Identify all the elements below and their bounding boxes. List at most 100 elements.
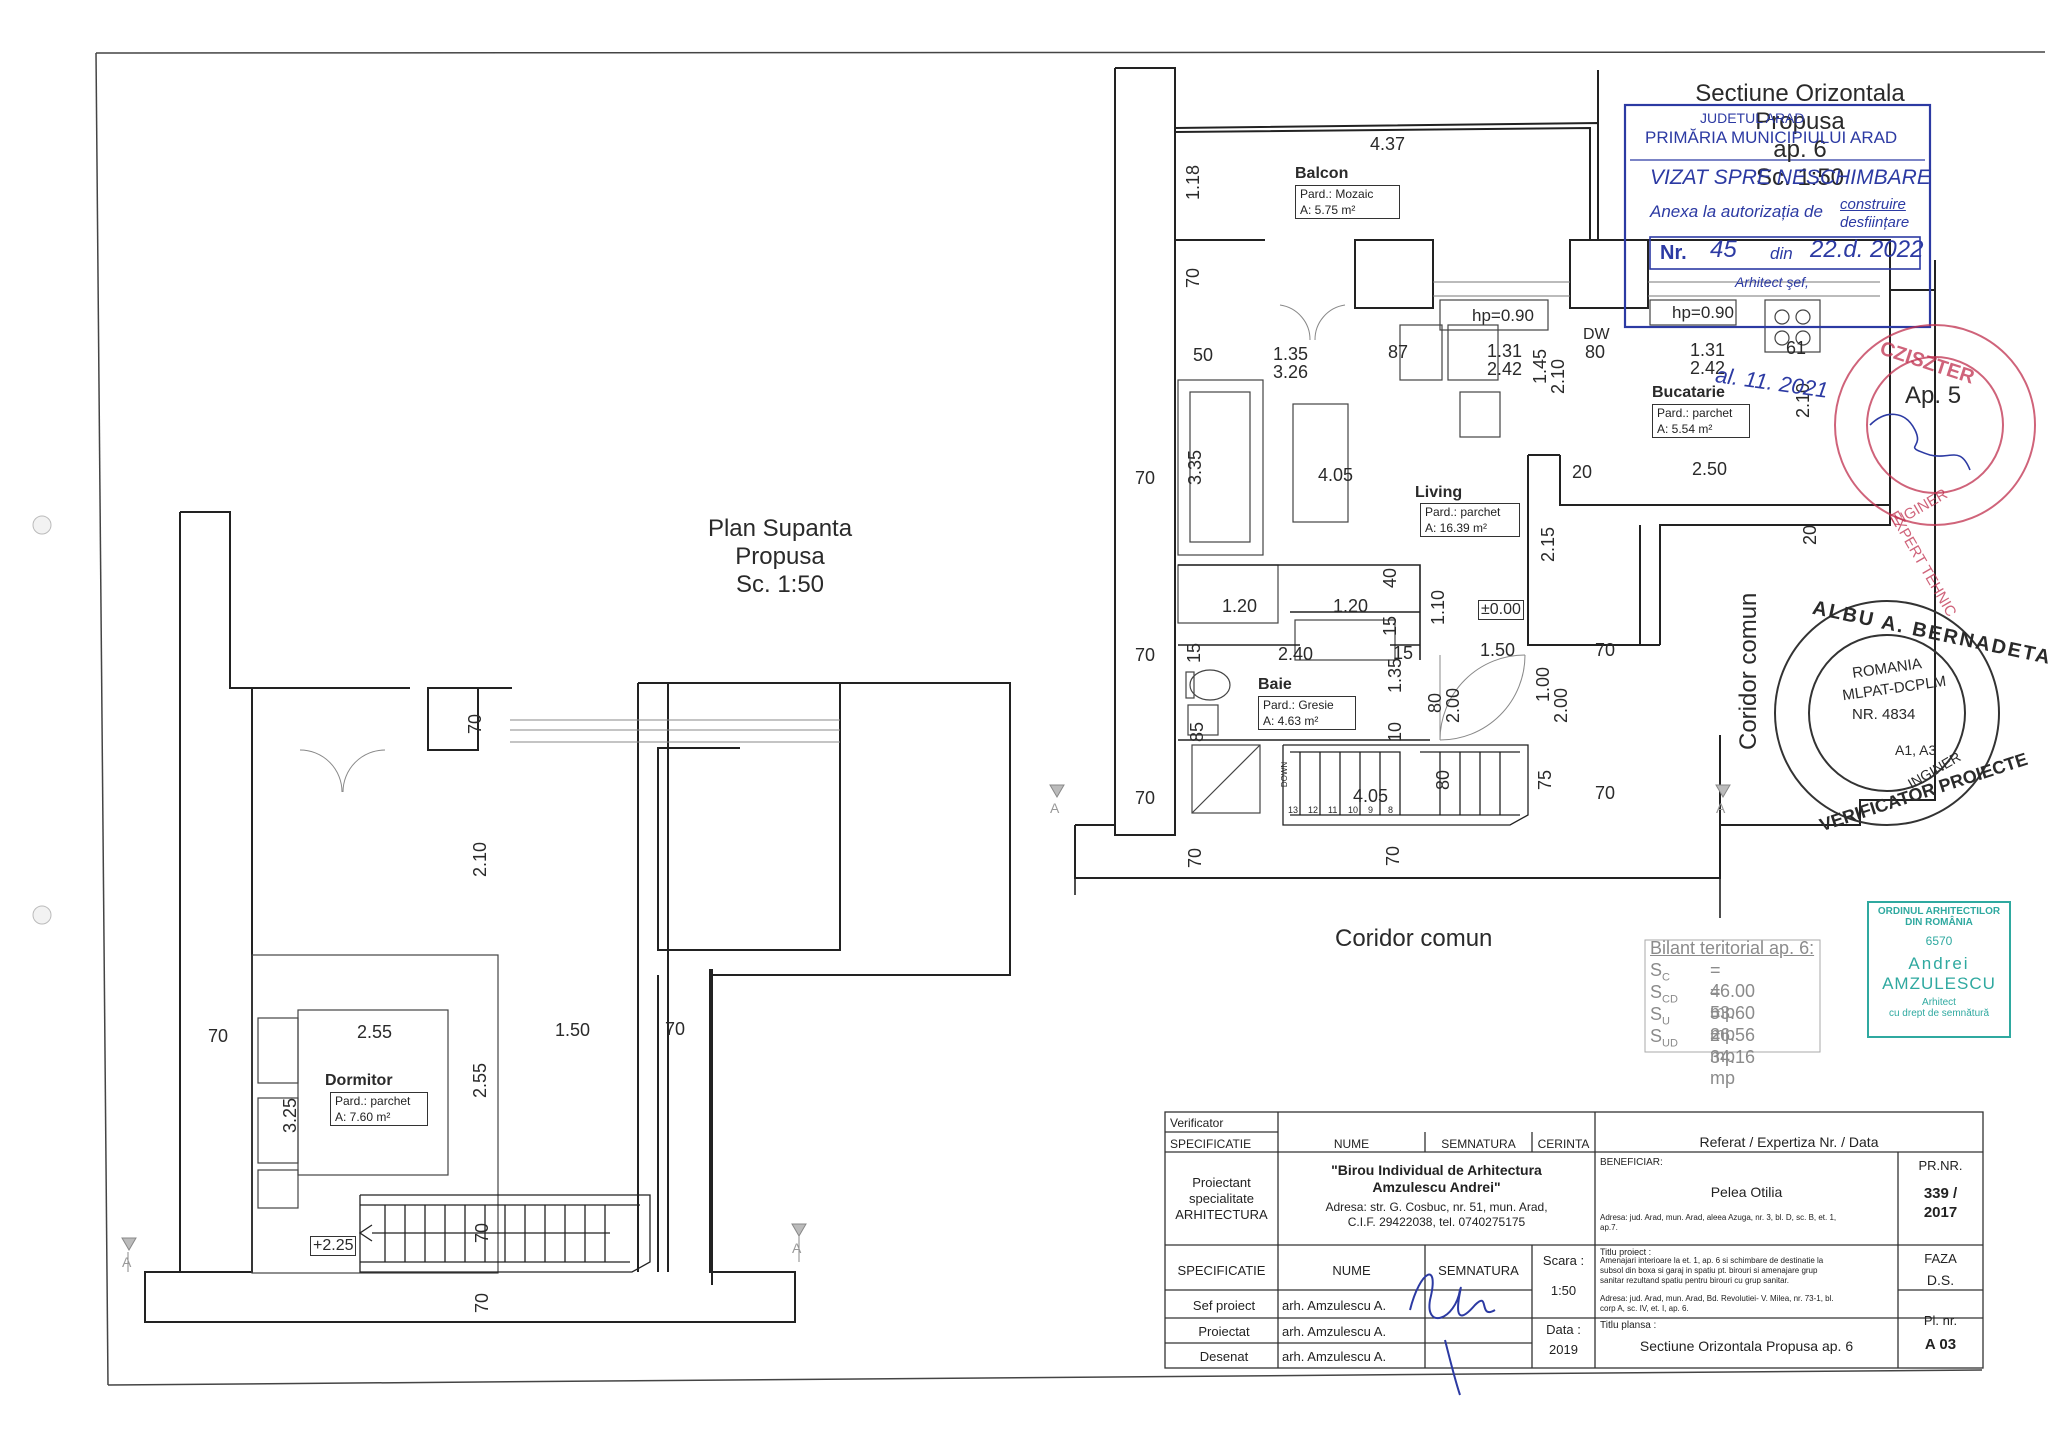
dimension-label: 70 — [665, 1019, 686, 1039]
bilant-value: = 53.60 mp — [1710, 982, 1756, 1044]
tb-prnr-label: PR.NR. — [1918, 1158, 1963, 1173]
tb-role: Desenat — [1199, 1349, 1249, 1364]
tb-beneficiar-addr: Adresa: jud. Arad, mun. Arad, aleea Azug… — [1600, 1213, 1836, 1233]
bilant-key-sub: CD — [1662, 993, 1678, 1006]
stair-label: 8 — [1388, 805, 1394, 815]
left-door — [299, 749, 386, 793]
signature — [1409, 1273, 1496, 1396]
dimension-label: DW — [1583, 326, 1610, 343]
corridor-label-bottom: Coridor comun — [1335, 925, 1493, 952]
bilant-rows: SC = 46.00 mp SCD = 53.60 mp SU = 26.56 … — [1650, 960, 1755, 1088]
apartment-label: Ap. 5 — [1905, 382, 1962, 409]
tb-proiect-addr-line: Adresa: jud. Arad, mun. Arad, Bd. Revolu… — [1600, 1294, 1834, 1303]
dimension-label: 1.31 — [1690, 340, 1726, 360]
tb-birou-addr: Adresa: str. G. Cosbuc, nr. 51, mun. Ara… — [1278, 1200, 1595, 1230]
left-stairs — [358, 1194, 651, 1273]
dimension-label: 80 — [1585, 342, 1606, 362]
tb-titlu-proiect-line: sanitar rezultand spatiu pentru birouri … — [1600, 1276, 1789, 1285]
dimension-label: 2.50 — [1692, 459, 1728, 479]
sheet-border — [107, 1369, 1983, 1386]
tb-cerinta: CERINTA — [1537, 1137, 1590, 1151]
bilant-key: S — [1650, 982, 1663, 1002]
dimension-label: 87 — [1388, 342, 1409, 362]
dimension-label-vertical: 2.10 — [470, 841, 490, 877]
sheet-border — [95, 51, 2046, 54]
room-area: A: 5.75 m² — [1300, 203, 1356, 217]
dimension-label: +2.25 — [310, 1236, 357, 1256]
stair-label: DOWN — [1280, 761, 1290, 788]
tb-titlu-proiect-label: Titlu proiect : — [1600, 1247, 1652, 1257]
tb-role: Sef proiect — [1192, 1298, 1256, 1313]
room-area: A: 7.60 m² — [335, 1110, 391, 1124]
tb-data: 2019 — [1549, 1342, 1578, 1357]
primaria-din-value: 22.d. 2022 — [1810, 236, 1924, 263]
tb-faza-label: FAZA — [1924, 1251, 1957, 1266]
dimension-label: 70 — [1135, 788, 1156, 808]
dimension-label-vertical: 80 — [1433, 769, 1453, 790]
expert-signature — [1869, 413, 1971, 471]
tb-role-name: arh. Amzulescu A. — [1282, 1298, 1387, 1313]
dimension-label: 4.37 — [1370, 134, 1406, 154]
room-info-baie: Pard.: Gresie A: 4.63 m² — [1258, 696, 1356, 730]
tb-faza: D.S. — [1926, 1272, 1955, 1288]
tb-specificatie: SPECIFICATIE — [1170, 1137, 1252, 1151]
dimension-label-vertical: 2.10 — [1548, 358, 1568, 394]
dimension-label-vertical: 70 — [472, 1222, 492, 1243]
dimension-label-vertical: 15 — [1184, 642, 1204, 663]
tb-referat: Referat / Expertiza Nr. / Data — [1699, 1134, 1879, 1150]
ordinul-line: AMZULESCU — [1882, 974, 1996, 993]
ordinul-line: Andrei — [1908, 954, 1970, 973]
dimension-label: 1.35 — [1273, 344, 1309, 364]
tb-birou: "Birou Individual de Arhitectura Amzules… — [1278, 1162, 1595, 1196]
interior-partitions — [1178, 564, 1430, 741]
tb-specificatie-2: SPECIFICATIE — [1177, 1263, 1266, 1278]
dimension-label: 70 — [1135, 645, 1156, 665]
balcony-door — [1279, 304, 1346, 341]
punch-hole — [32, 515, 52, 535]
tb-role-name: arh. Amzulescu A. — [1282, 1349, 1387, 1364]
bilant-row: SC = 46.00 mp — [1650, 960, 1755, 1022]
primaria-stamp-line: JUDETUL ARAD — [1700, 110, 1805, 126]
stair-label: 9 — [1368, 805, 1374, 815]
ordinul-line: cu drept de semnătură — [1888, 1008, 1990, 1019]
tb-verificator: Verificator — [1170, 1116, 1224, 1130]
bilant-row: SUD = 34.16 mp — [1650, 1026, 1755, 1088]
dimension-label: 2.42 — [1487, 359, 1523, 379]
section-mark-letter: A — [1050, 800, 1060, 816]
dimension-label: ±0.00 — [1478, 600, 1524, 620]
tb-proiectant-line: ARHITECTURA — [1175, 1207, 1268, 1222]
left-window — [510, 719, 840, 743]
dimension-label-vertical: 70 — [1383, 845, 1403, 866]
title-block-grid — [1164, 1111, 1984, 1369]
tb-role-name: arh. Amzulescu A. — [1282, 1324, 1387, 1339]
bilant-key-sub: UD — [1662, 1037, 1678, 1050]
primaria-stamp-line: construire — [1840, 196, 1906, 213]
stair-label: 13 — [1288, 805, 1299, 815]
dimension-label: 2.55 — [357, 1022, 393, 1042]
stair-label: 12 — [1308, 805, 1319, 815]
bedroom-outline — [251, 954, 499, 1274]
tb-beneficiar: Pelea Otilia — [1710, 1184, 1783, 1200]
left-title-line: Propusa — [735, 543, 825, 570]
bilant-title: Bilant teritorial ap. 6: — [1650, 938, 1815, 958]
dimension-label: 1.50 — [1480, 640, 1516, 660]
room-area: A: 5.54 m² — [1657, 422, 1713, 436]
dimension-label: 4.05 — [1353, 786, 1389, 806]
dimension-label-vertical: 75 — [1535, 769, 1555, 790]
room-area: A: 16.39 m² — [1425, 521, 1488, 535]
bilant-box — [1644, 939, 1821, 1053]
sheet-border — [95, 52, 109, 1386]
ordinul-stamp-frame — [1867, 901, 2011, 1038]
right-stairs — [1282, 744, 1529, 826]
tb-prnr-line: 2017 — [1923, 1204, 1958, 1221]
tb-role: Proiectat — [1198, 1324, 1250, 1339]
room-info-living: Pard.: parchet A: 16.39 m² — [1420, 503, 1520, 537]
right-plan-title: Sectiune Orizontala Propusa ap. 6 Sc. 1:… — [1640, 80, 1960, 192]
bilant-key-sub: C — [1662, 971, 1670, 984]
ordinul-line: ORDINUL ARHITECTILOR — [1877, 906, 2001, 917]
section-mark-letter: A — [122, 1254, 132, 1270]
dimension-label: 1.31 — [1487, 341, 1523, 361]
section-mark-letter: A — [1716, 800, 1726, 816]
